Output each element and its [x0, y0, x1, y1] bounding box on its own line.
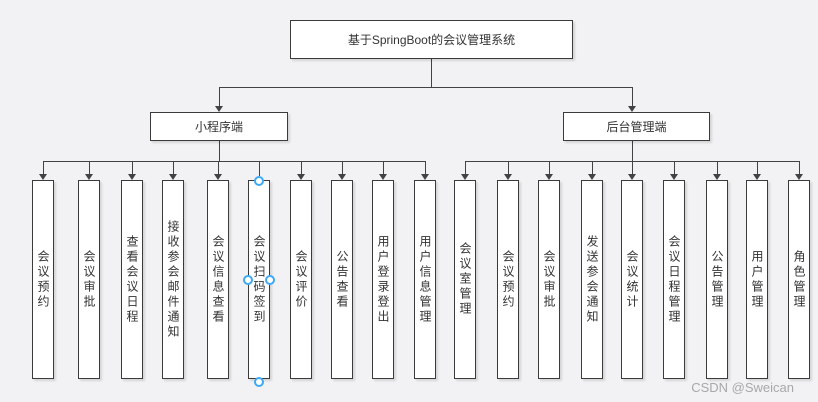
- connector-left-rail: [43, 161, 426, 162]
- leaf-role-management[interactable]: 角色管理: [788, 180, 810, 379]
- leaf-announcement-view[interactable]: 公告查看: [331, 180, 353, 379]
- node-system-root[interactable]: 基于SpringBoot的会议管理系统: [290, 20, 573, 59]
- selection-handle-bottom[interactable]: [254, 377, 264, 387]
- node-admin-backend[interactable]: 后台管理端: [563, 112, 710, 141]
- connector-drop-branch-right: [632, 87, 633, 106]
- leaf-label: 会议信息查看: [211, 234, 225, 325]
- leaf-label: 用户管理: [750, 249, 764, 310]
- leaf-meeting-statistics[interactable]: 会议统计: [621, 180, 643, 379]
- connector-leaf-drop: [465, 161, 466, 174]
- connector-leaf-drop: [132, 161, 133, 174]
- leaf-meeting-reservation[interactable]: 会议预约: [32, 180, 54, 379]
- leaf-user-management[interactable]: 用户管理: [746, 180, 768, 379]
- connector-leaf-drop: [89, 161, 90, 174]
- connector-branch-right-stem: [632, 141, 633, 161]
- leaf-label: 会议扫码签到: [252, 234, 266, 325]
- node-mini-program[interactable]: 小程序端: [150, 112, 288, 141]
- arrowhead-leaf: [795, 174, 803, 180]
- leaf-label: 会议预约: [36, 249, 50, 310]
- connector-branch-left-stem: [219, 141, 220, 161]
- watermark: CSDN @Sweican: [691, 380, 794, 395]
- selection-handle-left[interactable]: [243, 275, 253, 285]
- connector-top-rail: [219, 87, 633, 88]
- selection-handle-top[interactable]: [254, 176, 264, 186]
- leaf-label: 会议日程管理: [667, 234, 681, 325]
- leaf-label: 会议审批: [542, 249, 556, 310]
- leaf-meeting-schedule-management[interactable]: 会议日程管理: [663, 180, 685, 379]
- leaf-receive-meeting-email-notice[interactable]: 接收参会邮件通知: [162, 180, 184, 379]
- arrowhead-branch-left: [215, 106, 223, 112]
- connector-leaf-drop: [43, 161, 44, 174]
- leaf-label: 角色管理: [792, 249, 806, 310]
- node-label: 基于SpringBoot的会议管理系统: [347, 33, 516, 47]
- connector-leaf-drop: [757, 161, 758, 174]
- leaf-label: 会议统计: [625, 249, 639, 310]
- connector-drop-branch-left: [219, 87, 220, 106]
- connector-leaf-drop: [383, 161, 384, 174]
- arrowhead-leaf: [85, 174, 93, 180]
- arrowhead-leaf: [504, 174, 512, 180]
- connector-leaf-drop: [173, 161, 174, 174]
- leaf-label: 用户信息管理: [418, 234, 432, 325]
- node-label: 后台管理端: [606, 120, 667, 134]
- connector-leaf-drop: [717, 161, 718, 174]
- leaf-label: 公告管理: [710, 249, 724, 310]
- connector-leaf-drop: [218, 161, 219, 174]
- connector-leaf-drop: [799, 161, 800, 174]
- leaf-send-meeting-notice[interactable]: 发送参会通知: [581, 180, 603, 379]
- leaf-user-login-logout[interactable]: 用户登录登出: [372, 180, 394, 379]
- connector-leaf-drop: [632, 161, 633, 174]
- leaf-announcement-management[interactable]: 公告管理: [706, 180, 728, 379]
- leaf-user-info-management[interactable]: 用户信息管理: [414, 180, 436, 379]
- arrowhead-branch-right: [628, 106, 636, 112]
- arrowhead-leaf: [338, 174, 346, 180]
- arrowhead-leaf: [461, 174, 469, 180]
- leaf-label: 会议审批: [82, 249, 96, 310]
- leaf-label: 用户登录登出: [376, 234, 390, 325]
- connector-leaf-drop-selected: [259, 161, 260, 176]
- arrowhead-leaf: [169, 174, 177, 180]
- connector-leaf-drop: [425, 161, 426, 174]
- leaf-meeting-approval[interactable]: 会议审批: [78, 180, 100, 379]
- connector-leaf-drop: [508, 161, 509, 174]
- node-label: 小程序端: [194, 120, 243, 134]
- leaf-label: 公告查看: [335, 249, 349, 310]
- arrowhead-leaf: [670, 174, 678, 180]
- leaf-meeting-approval-admin[interactable]: 会议审批: [538, 180, 560, 379]
- leaf-label: 会议室管理: [458, 242, 472, 317]
- leaf-meeting-room-management[interactable]: 会议室管理: [454, 180, 476, 379]
- arrowhead-leaf: [753, 174, 761, 180]
- leaf-meeting-evaluation[interactable]: 会议评价: [290, 180, 312, 379]
- leaf-meeting-info-view[interactable]: 会议信息查看: [207, 180, 229, 379]
- connector-leaf-drop: [342, 161, 343, 174]
- arrowhead-leaf: [128, 174, 136, 180]
- arrowhead-leaf: [39, 174, 47, 180]
- arrowhead-leaf: [421, 174, 429, 180]
- arrowhead-leaf: [379, 174, 387, 180]
- arrowhead-leaf: [545, 174, 553, 180]
- connector-leaf-drop: [674, 161, 675, 174]
- leaf-label: 接收参会邮件通知: [166, 219, 180, 340]
- leaf-label: 会议预约: [501, 249, 515, 310]
- leaf-meeting-reservation-admin[interactable]: 会议预约: [497, 180, 519, 379]
- arrowhead-leaf: [297, 174, 305, 180]
- connector-leaf-drop: [592, 161, 593, 174]
- leaf-label: 查看会议日程: [125, 234, 139, 325]
- connector-leaf-drop: [301, 161, 302, 174]
- selection-handle-right[interactable]: [265, 275, 275, 285]
- arrowhead-leaf: [588, 174, 596, 180]
- arrowhead-leaf: [628, 174, 636, 180]
- leaf-view-meeting-schedule[interactable]: 查看会议日程: [121, 180, 143, 379]
- arrowhead-leaf: [214, 174, 222, 180]
- leaf-label: 会议评价: [294, 249, 308, 310]
- connector-root-stem: [431, 59, 432, 87]
- arrowhead-leaf: [713, 174, 721, 180]
- leaf-label: 发送参会通知: [585, 234, 599, 325]
- connector-leaf-drop: [549, 161, 550, 174]
